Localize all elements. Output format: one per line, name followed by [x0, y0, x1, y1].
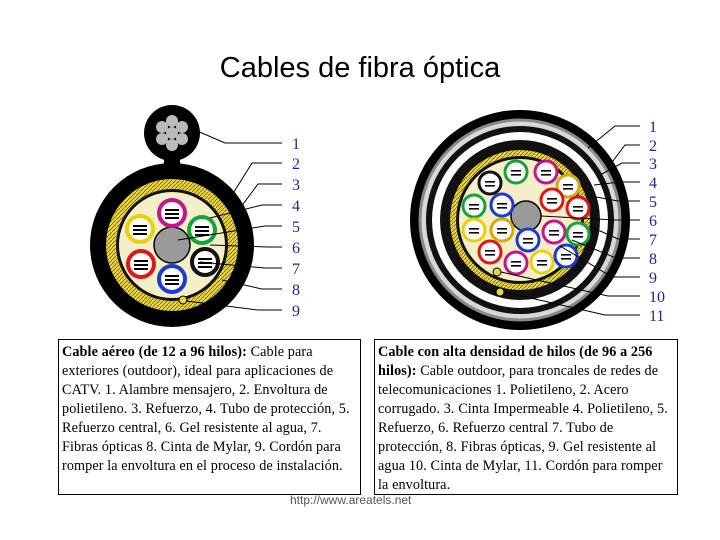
left-number-8: 8 [292, 282, 300, 299]
aerial-cable-illustration [90, 105, 254, 327]
high-density-cable-heading: Cable con alta densidad de hilos (de 96 … [378, 344, 653, 379]
left-number-1: 1 [292, 136, 300, 153]
right-number-7: 7 [649, 232, 657, 249]
left-number-2: 2 [292, 156, 300, 173]
right-leader-lines [500, 125, 640, 316]
right-number-8: 8 [649, 251, 657, 268]
right-number-11: 11 [649, 308, 664, 325]
right-callout-numbers: 1 2 3 4 5 6 7 8 9 10 11 [649, 119, 665, 325]
right-number-5: 5 [649, 194, 657, 211]
source-url: http://www.areatels.net [290, 493, 412, 507]
left-leader-lines [177, 129, 282, 311]
right-number-6: 6 [649, 213, 657, 230]
right-number-4: 4 [649, 175, 657, 192]
aerial-cable-heading: Cable aéreo (de 12 a 96 hilos): [62, 344, 247, 360]
right-number-1: 1 [649, 119, 657, 136]
central-member-right [510, 200, 542, 232]
left-number-7: 7 [292, 261, 300, 278]
left-number-6: 6 [292, 240, 300, 257]
optical-fibers [133, 209, 212, 285]
left-number-5: 5 [292, 219, 300, 236]
optical-fibers-right [469, 170, 583, 267]
page-title: Cables de fibra óptica [219, 52, 501, 84]
rip-cord [178, 295, 188, 305]
left-number-9: 9 [292, 303, 300, 320]
left-number-3: 3 [292, 177, 300, 194]
protection-tubes [125, 198, 220, 294]
high-density-cable-description: Cable outdoor, para troncales de redes d… [378, 363, 668, 493]
rip-cord-right-inner [492, 267, 502, 277]
left-callout-numbers: 1 2 3 4 5 6 7 8 9 [292, 136, 300, 320]
right-number-10: 10 [649, 289, 665, 306]
aerial-cable-description: Cable para exteriores (outdoor), ideal p… [62, 344, 350, 474]
high-density-cable-illustration [410, 110, 630, 330]
right-number-3: 3 [649, 156, 657, 173]
right-number-9: 9 [649, 270, 657, 287]
central-strength-member [153, 226, 191, 264]
high-density-cable-caption: Cable con alta densidad de hilos (de 96 … [374, 339, 678, 495]
protection-tubes-right [461, 159, 591, 276]
right-number-2: 2 [649, 138, 657, 155]
aerial-cable-caption: Cable aéreo (de 12 a 96 hilos): Cable pa… [58, 339, 361, 495]
rip-cord-right-outer [495, 287, 505, 297]
left-number-4: 4 [292, 198, 300, 215]
